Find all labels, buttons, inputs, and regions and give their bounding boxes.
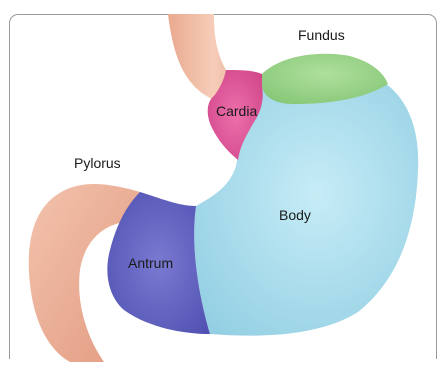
antrum-label: Antrum — [128, 255, 173, 271]
body-label: Body — [279, 207, 311, 223]
fundus-label: Fundus — [298, 27, 345, 43]
cardia-label: Cardia — [216, 103, 257, 119]
pylorus-label: Pylorus — [74, 155, 121, 171]
